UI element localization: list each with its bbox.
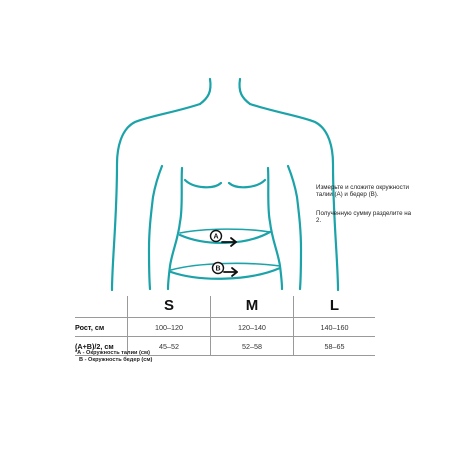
height-m-value: 120–140 (209, 317, 294, 337)
table-row: (A+B)/2, см 45–52 52–58 58–65 (75, 336, 375, 356)
instruction-text-2: Полученную сумму разделите на 2. (316, 210, 412, 225)
hip-marker-label: B (215, 266, 220, 273)
right-inner-arm-outline (286, 164, 303, 291)
legend-waist: *A - Окружность талии (см) (75, 350, 150, 356)
size-s-header: S (127, 296, 211, 318)
hip-loop (169, 266, 282, 280)
row-label-girth: (A+B)/2, см (75, 336, 128, 356)
size-header-row: S M L (75, 296, 375, 318)
left-inner-arm-outline (147, 164, 164, 291)
chest-right-outline (227, 178, 267, 189)
girth-l-value: 58–65 (292, 336, 375, 356)
size-l-header: L (292, 296, 375, 318)
waist-marker-circle (209, 229, 223, 243)
right-torso-outline (266, 166, 284, 291)
size-m-header: M (209, 296, 294, 318)
waist-loop-back (179, 228, 271, 234)
left-shoulder-arm-outline (110, 102, 202, 292)
height-l-value: 140–160 (292, 317, 375, 337)
hip-marker-circle (211, 261, 225, 275)
waist-marker-label: A (213, 234, 218, 241)
right-shoulder-arm-outline (248, 102, 340, 292)
height-s-value: 100–120 (127, 317, 211, 337)
neck-right-outline (238, 77, 252, 106)
hip-arrow-head (231, 267, 238, 277)
chest-left-outline (183, 178, 223, 189)
left-torso-outline (166, 166, 184, 291)
table-corner (75, 296, 128, 318)
waist-arrow-head (230, 237, 237, 247)
neck-left-outline (198, 77, 212, 106)
legend-hip: B - Окружность бедер (см) (79, 357, 153, 363)
table-row: Рост, см 100–120 120–140 140–160 (75, 317, 375, 337)
size-table: S M L Рост, см 100–120 120–140 140–160 (… (75, 296, 375, 356)
girth-s-value: 45–52 (127, 336, 211, 356)
girth-m-value: 52–58 (209, 336, 294, 356)
hip-loop-back (170, 262, 281, 271)
row-label-height: Рост, см (75, 317, 128, 337)
instruction-text-1: Измерьте и сложите окружности талии (А) … (316, 184, 409, 199)
